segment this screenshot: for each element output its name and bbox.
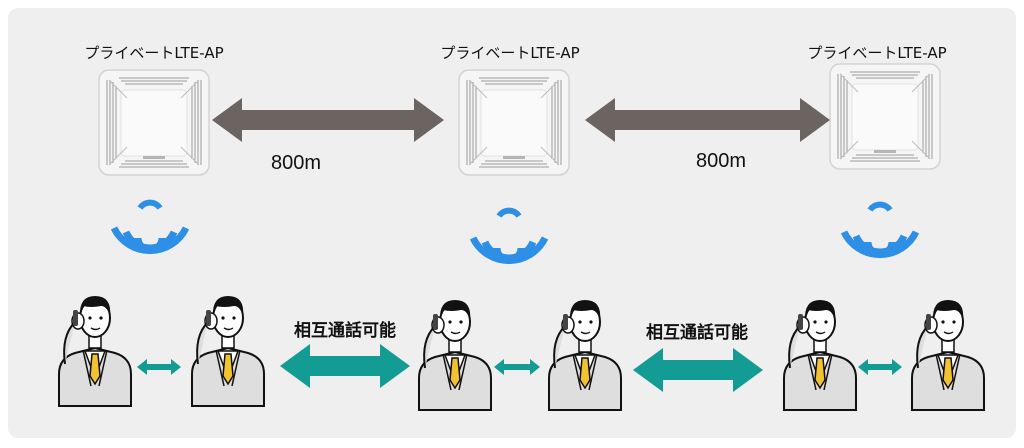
wifi-signal-icon [469, 207, 549, 264]
ap-device-3 [829, 63, 941, 170]
ap-label-2: プライベートLTE-AP [440, 44, 580, 62]
ap-label-1: プライベートLTE-AP [84, 44, 224, 62]
businessman-on-phone-icon [911, 299, 985, 411]
double-arrow-icon [858, 359, 902, 375]
businessman-on-phone-icon [58, 295, 132, 407]
double-arrow-icon [137, 359, 181, 375]
distance-arrow-1 [212, 98, 444, 142]
businessman-on-phone-icon [191, 295, 265, 407]
wifi-signal-icon [110, 199, 190, 254]
call-arrow-1 [280, 344, 410, 388]
businessman-on-phone-icon [548, 299, 622, 411]
businessman-on-phone-icon [418, 299, 492, 411]
call-label-2: 相互通話可能 [646, 323, 748, 343]
double-arrow-icon [494, 359, 540, 375]
ap-label-3: プライベートLTE-AP [807, 44, 947, 62]
ap-device-2 [458, 69, 570, 176]
call-label-1: 相互通話可能 [294, 321, 396, 341]
call-arrow-2 [633, 348, 763, 392]
distance-label-2: 800m [695, 150, 747, 172]
distance-arrow-2 [585, 98, 830, 142]
ap-device-1 [98, 69, 210, 176]
businessman-on-phone-icon [783, 299, 857, 411]
distance-label-1: 800m [270, 152, 322, 174]
wifi-signal-icon [840, 201, 920, 258]
